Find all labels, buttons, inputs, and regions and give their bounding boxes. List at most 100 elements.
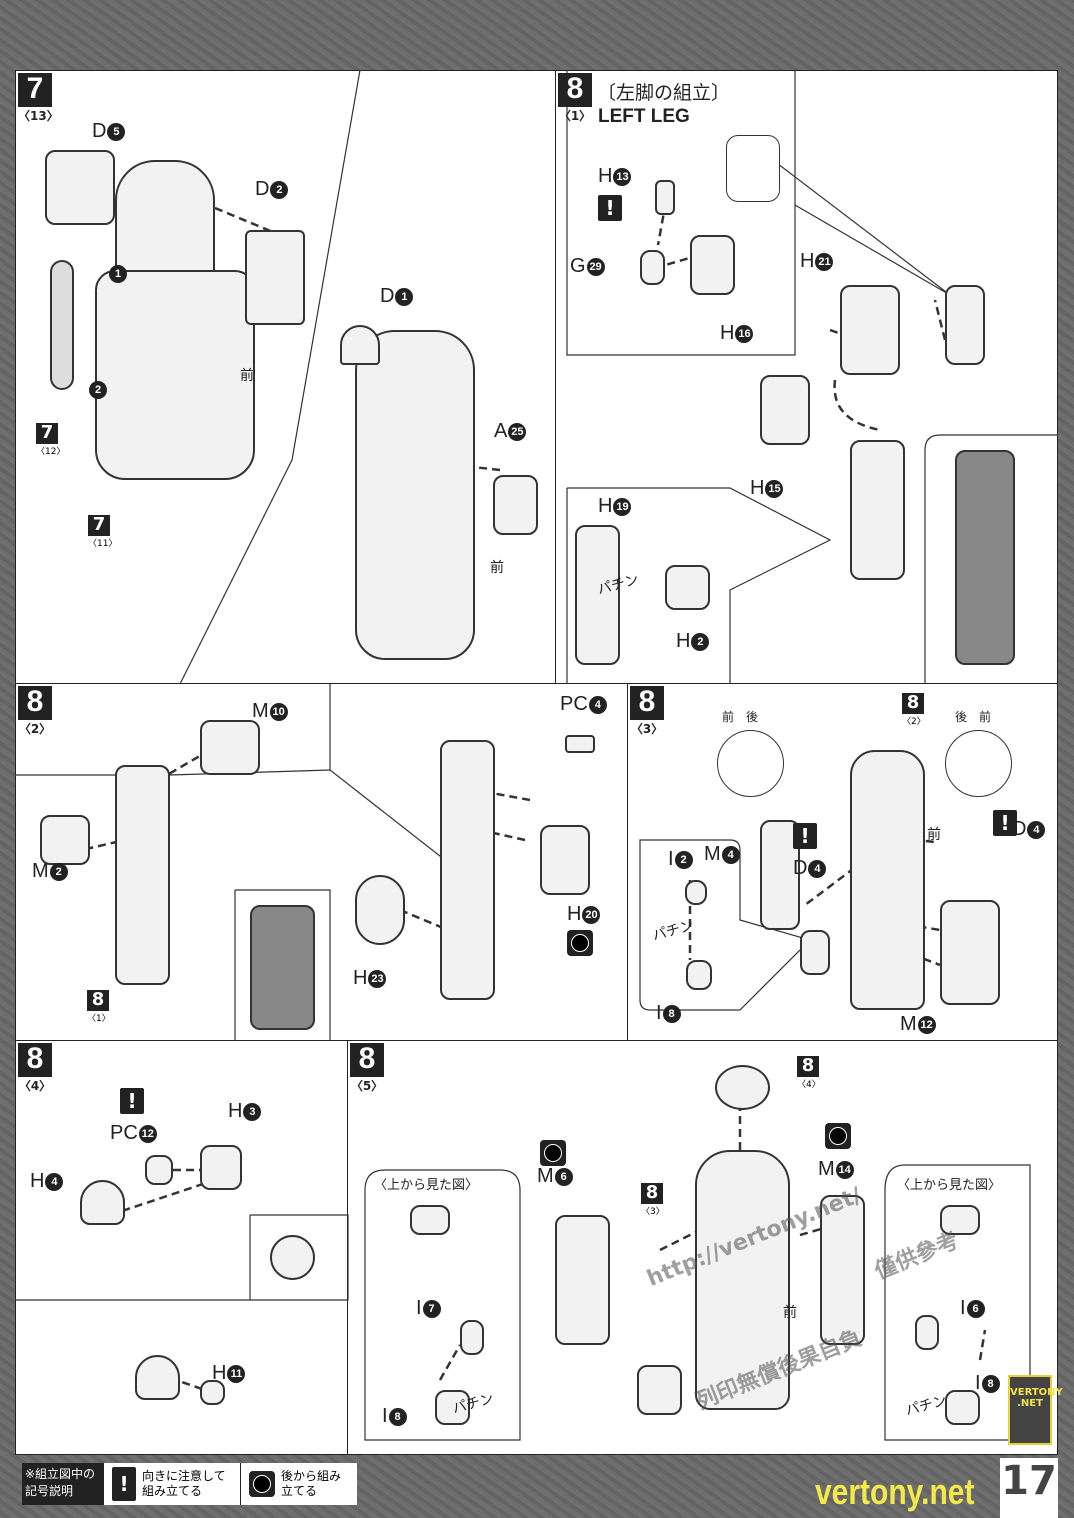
part-frame xyxy=(940,900,1000,1005)
assemble-later-icon xyxy=(540,1140,566,1166)
exclamation-icon: ! xyxy=(598,195,622,221)
legend-title: ※組立図中の記号説明 xyxy=(22,1463,104,1505)
part-armor xyxy=(493,475,538,535)
front-back-label: 前 後 xyxy=(722,710,759,724)
exclamation-icon: ! xyxy=(120,1088,144,1114)
order-mark: 2 xyxy=(88,378,107,401)
assemble-later-icon xyxy=(249,1471,275,1497)
part-thruster xyxy=(410,1205,450,1235)
part-joint xyxy=(200,1380,225,1405)
step-reference: 7〈11〉 xyxy=(88,515,117,549)
step-number: 8 xyxy=(558,73,592,105)
step-substep: 〈13〉 xyxy=(18,105,59,124)
part-skirt xyxy=(95,270,255,480)
watermark-site: vertony.net xyxy=(815,1472,975,1513)
part-leg-assembly xyxy=(115,765,170,985)
part-frame xyxy=(945,285,985,365)
front-marker: 前 xyxy=(240,368,254,384)
ref-number: 8 xyxy=(641,1183,663,1203)
step-substep: 〈1〉 xyxy=(558,105,592,124)
part-cover xyxy=(40,815,90,865)
step-number: 8 xyxy=(18,686,52,718)
part-leg-assembly xyxy=(440,740,495,1000)
legend-item-orientation: ! 向きに注意して組み立てる xyxy=(104,1463,241,1505)
part-small xyxy=(665,565,710,610)
part-detail xyxy=(250,905,315,1030)
step-substep: 〈2〉 xyxy=(18,718,52,737)
part-leg-complete xyxy=(695,1150,790,1410)
step-substep: 〈3〉 xyxy=(630,718,664,737)
exclamation-icon: ! xyxy=(993,810,1017,836)
assemble-later-icon xyxy=(825,1123,851,1149)
part-armor xyxy=(540,825,590,895)
exclamation-icon: ! xyxy=(793,823,817,849)
part-side-armor xyxy=(820,1195,865,1345)
back-front-label: 後 前 xyxy=(955,710,992,724)
step-number: 8 xyxy=(18,1043,52,1075)
top-view-label: 〈上から見た図〉 xyxy=(374,1178,479,1193)
step-reference: 8〈1〉 xyxy=(87,990,111,1024)
front-marker: 前 xyxy=(490,560,504,576)
part-thruster xyxy=(940,1205,980,1235)
part-polycap xyxy=(145,1155,173,1185)
ref-number: 8 xyxy=(87,990,109,1010)
ref-substep: 〈2〉 xyxy=(902,713,926,727)
detail-callout xyxy=(717,730,784,797)
step-number: 7 xyxy=(18,73,52,105)
part-nozzle xyxy=(686,960,712,990)
part-knee xyxy=(690,235,735,295)
ref-number: 7 xyxy=(36,423,58,443)
ref-number: 7 xyxy=(88,515,110,535)
step-title-en: LEFT LEG xyxy=(598,106,690,127)
ref-substep: 〈11〉 xyxy=(88,535,117,549)
symbol-legend: ※組立図中の記号説明 ! 向きに注意して組み立てる 後から組み立てる xyxy=(22,1463,357,1505)
part-side-panel xyxy=(245,230,305,325)
assemble-later-icon xyxy=(567,930,593,956)
ref-number: 8 xyxy=(797,1056,819,1076)
part-torso-assembled xyxy=(355,330,475,660)
part-shoulder-cover xyxy=(45,150,115,225)
part-pin xyxy=(685,880,707,905)
part-torso-body xyxy=(115,160,215,280)
part-hose xyxy=(50,260,74,390)
part-nozzle xyxy=(945,1390,980,1425)
part-frame xyxy=(840,285,900,375)
step-number: 8 xyxy=(350,1043,384,1075)
part-nozzle xyxy=(915,1315,939,1350)
step-substep: 〈4〉 xyxy=(18,1075,52,1094)
part-leg-frame xyxy=(850,440,905,580)
part-cover xyxy=(200,720,260,775)
part-nozzle xyxy=(460,1320,484,1355)
part-thruster xyxy=(800,930,830,975)
order-mark: 1 xyxy=(108,262,127,285)
legend-item-assemble-later: 後から組み立てる xyxy=(241,1463,357,1505)
detail-callout xyxy=(945,730,1012,797)
part-joint xyxy=(640,250,665,285)
part-cap xyxy=(715,1065,770,1110)
ref-substep: 〈12〉 xyxy=(36,443,65,457)
part-armor xyxy=(355,875,405,945)
ref-substep: 〈3〉 xyxy=(641,1203,665,1217)
part-cap xyxy=(270,1235,315,1280)
